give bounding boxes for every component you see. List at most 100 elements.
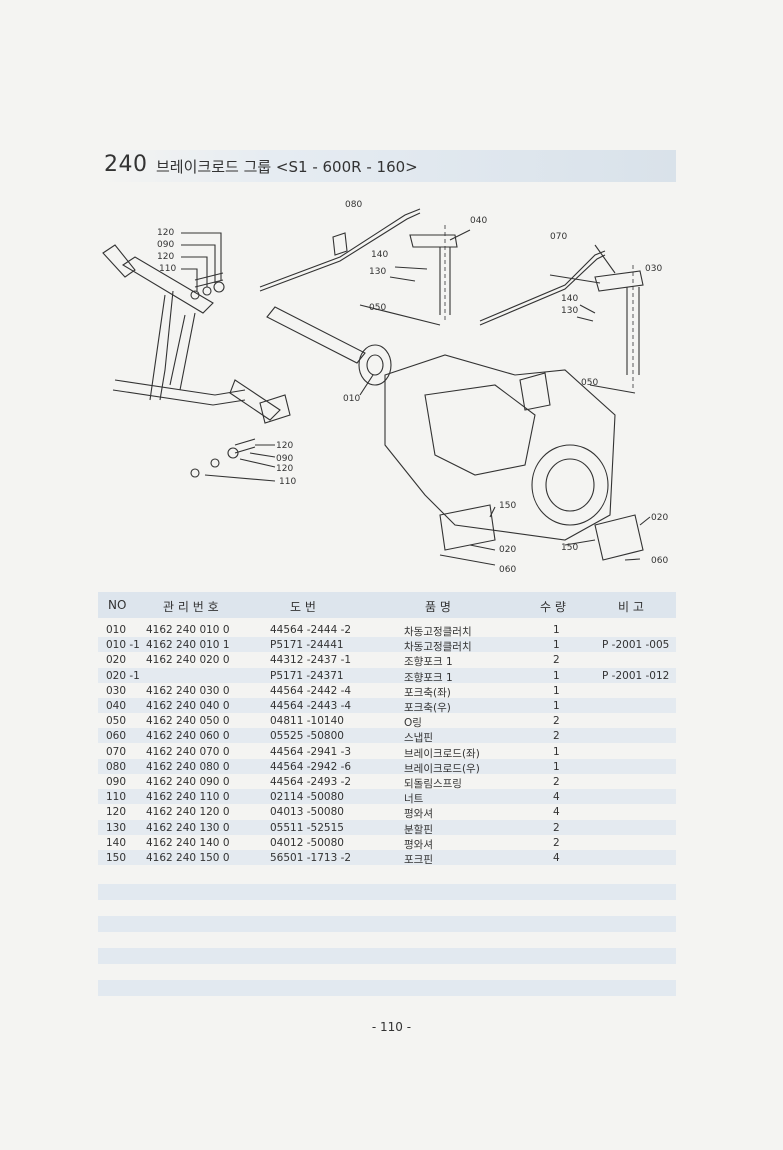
cell-no: 080 — [106, 760, 127, 773]
cell-mgmt-number: 4162 240 110 0 — [146, 791, 230, 804]
cell-no: 030 — [106, 684, 127, 697]
row-shading — [98, 850, 676, 865]
svg-text:090: 090 — [157, 240, 174, 250]
empty-row-band — [98, 884, 676, 900]
cell-mgmt-number: 4162 240 040 0 — [146, 700, 230, 712]
cell-part-name: 포크핀 — [404, 854, 433, 866]
cell-mgmt-number: 4162 240 120 0 — [146, 806, 230, 819]
cell-quantity: 1 — [553, 745, 560, 758]
row-shading — [98, 789, 676, 805]
cell-quantity: 1 — [553, 760, 560, 773]
col-quantity: 수 량 — [540, 600, 566, 614]
cell-part-name: 스냅핀 — [404, 732, 433, 745]
cell-no: 140 — [106, 836, 127, 849]
svg-text:110: 110 — [279, 477, 296, 487]
cell-drawing-number: 44564 -2444 -2 — [270, 624, 352, 636]
col-drawing-number: 도 번 — [290, 600, 316, 614]
housing — [384, 354, 616, 541]
cell-no: 110 — [106, 791, 127, 804]
cell-part-name: 분할핀 — [404, 823, 433, 836]
row-shading — [98, 698, 676, 713]
svg-text:060: 060 — [651, 556, 668, 566]
cell-part-name: 되돌림스프링 — [404, 778, 462, 790]
cell-drawing-number: P5171 -24371 — [270, 669, 344, 682]
svg-text:020: 020 — [499, 545, 516, 555]
svg-text:150: 150 — [561, 543, 578, 553]
cell-quantity: 4 — [553, 806, 560, 819]
svg-text:110: 110 — [159, 264, 176, 274]
svg-text:140: 140 — [561, 294, 578, 304]
section-number: 240 — [104, 152, 148, 177]
svg-text:120: 120 — [276, 441, 293, 451]
svg-text:050: 050 — [581, 378, 598, 388]
cell-quantity: 1 — [553, 624, 560, 636]
cell-mgmt-number: 4162 240 030 0 — [146, 684, 230, 697]
cell-drawing-number: 04811 -10140 — [270, 715, 344, 728]
cell-quantity: 2 — [553, 821, 560, 834]
cell-mgmt-number: 4162 240 080 0 — [146, 760, 230, 773]
cell-part-name: 평와셔 — [404, 808, 433, 821]
cell-remark: P -2001 -012 — [602, 669, 670, 682]
cell-part-name: 차동고정클러치 — [404, 626, 472, 638]
table-row: 150 4162 240 150 0 56501 -1713 -2 포크핀 4 — [0, 850, 783, 867]
cell-quantity: 2 — [553, 730, 560, 743]
cell-drawing-number: 44564 -2941 -3 — [270, 745, 352, 758]
cell-drawing-number: 05511 -52515 — [270, 821, 344, 834]
cell-quantity: 4 — [553, 852, 560, 864]
col-remark: 비 고 — [618, 600, 644, 614]
cell-no: 120 — [106, 806, 127, 819]
cell-no: 040 — [106, 700, 127, 712]
cell-quantity: 1 — [553, 684, 560, 697]
cell-quantity: 2 — [553, 836, 560, 849]
cell-drawing-number: 44564 -2942 -6 — [270, 760, 352, 773]
svg-text:150: 150 — [499, 501, 516, 511]
cell-drawing-number: 56501 -1713 -2 — [270, 852, 352, 864]
cell-part-name: 평와셔 — [404, 838, 433, 851]
cell-quantity: 1 — [553, 669, 560, 682]
empty-row-band — [98, 980, 676, 996]
cell-no: 130 — [106, 821, 127, 834]
empty-row-band — [98, 948, 676, 964]
cell-mgmt-number: 4162 240 050 0 — [146, 715, 230, 728]
svg-text:040: 040 — [470, 216, 487, 226]
row-shading — [98, 667, 676, 683]
cell-drawing-number: 04013 -50080 — [270, 806, 344, 819]
svg-text:120: 120 — [157, 228, 174, 238]
cell-mgmt-number: 4162 240 010 0 — [146, 624, 230, 636]
svg-text:050: 050 — [369, 303, 386, 313]
table-row: 120 4162 240 120 0 04013 -50080 평와셔 4 — [0, 806, 783, 821]
cell-part-name: O링 — [404, 717, 422, 730]
svg-text:030: 030 — [645, 264, 662, 274]
svg-text:060: 060 — [499, 565, 516, 575]
brake-rod-left — [479, 250, 606, 326]
cell-part-name: 포크축(좌) — [404, 686, 451, 699]
section-title: 브레이크로드 그룹 <S1 - 600R - 160> — [156, 158, 418, 176]
cell-no: 150 — [106, 852, 127, 864]
cell-remark: P -2001 -005 — [602, 639, 670, 652]
svg-text:070: 070 — [550, 232, 567, 242]
svg-text:120: 120 — [276, 464, 293, 474]
svg-text:120: 120 — [157, 252, 174, 262]
title-band — [98, 150, 676, 182]
cell-drawing-number: 44312 -2437 -1 — [270, 654, 352, 667]
cell-mgmt-number: 4162 240 150 0 — [146, 852, 230, 864]
col-mgmt-number: 관 리 번 호 — [163, 600, 219, 614]
cell-part-name: 너트 — [404, 793, 424, 806]
cell-no: 090 — [106, 776, 127, 788]
brake-rod-right — [259, 208, 421, 292]
cell-drawing-number: 04012 -50080 — [270, 836, 344, 849]
table-header-band — [98, 592, 676, 618]
cell-mgmt-number: 4162 240 010 1 — [146, 639, 230, 652]
row-shading — [98, 728, 676, 744]
cell-drawing-number: 44564 -2443 -4 — [270, 700, 352, 712]
cell-mgmt-number: 4162 240 060 0 — [146, 730, 230, 743]
exploded-parts-diagram: 080 040 070 030 120 090 120 110 140 130 … — [102, 200, 668, 575]
